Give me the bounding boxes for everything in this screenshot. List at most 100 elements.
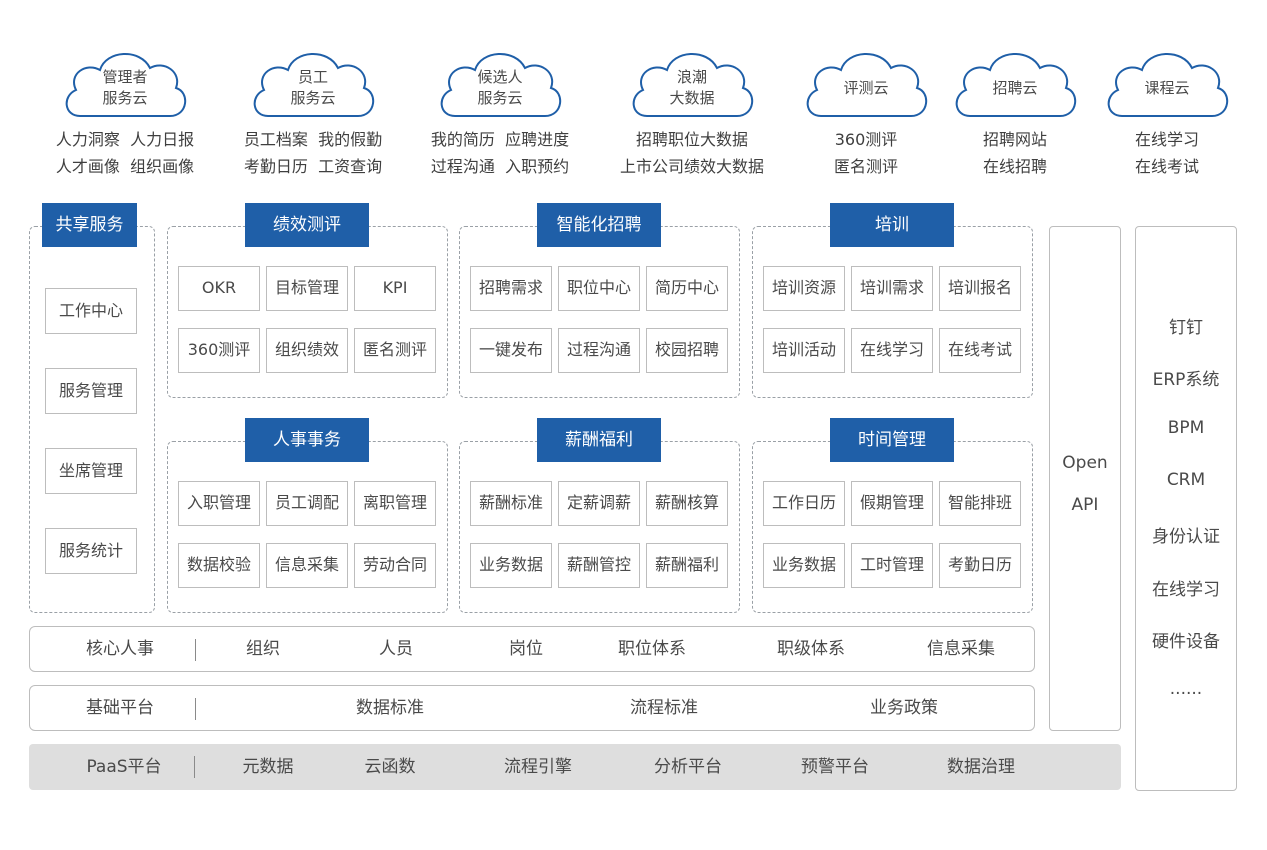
core-item-org[interactable]: 组织: [246, 639, 280, 659]
cloud-item[interactable]: 我的简历 应聘进度: [430, 130, 570, 149]
cloud-item[interactable]: 上市公司绩效大数据: [619, 157, 764, 176]
integration-item[interactable]: 硬件设备: [1152, 631, 1220, 652]
paas-bar: PaaS平台 元数据 云函数 流程引擎 分析平台 预警平台 数据治理: [29, 744, 1121, 790]
module-cell[interactable]: 简历中心: [646, 266, 728, 311]
module-cell[interactable]: 业务数据: [470, 543, 552, 588]
integrations-box: 钉钉 ERP系统 BPM CRM 身份认证在线学习硬件设备......: [1135, 226, 1237, 791]
cloud-recruit[interactable]: 招聘云: [950, 46, 1080, 122]
base-item-process-standard[interactable]: 流程标准: [630, 698, 698, 718]
module-cell[interactable]: 招聘需求: [470, 266, 552, 311]
module-cell[interactable]: 考勤日历: [939, 543, 1021, 588]
integration-item[interactable]: 在线学习: [1152, 579, 1220, 600]
integration-item[interactable]: ......: [1169, 679, 1203, 700]
core-item-staff[interactable]: 人员: [379, 639, 413, 659]
module-cell[interactable]: 定薪调薪: [558, 481, 640, 526]
module-title-smart-recruit[interactable]: 智能化招聘: [537, 203, 661, 247]
module-cell[interactable]: 劳动合同: [354, 543, 436, 588]
module-cell[interactable]: 匿名测评: [354, 328, 436, 373]
cloud-item[interactable]: 在线考试: [1134, 157, 1199, 176]
module-title-time-management[interactable]: 时间管理: [830, 418, 954, 462]
cloud-item[interactable]: 人力洞察 人力日报: [55, 130, 195, 149]
module-title-training[interactable]: 培训: [830, 203, 954, 247]
module-cell[interactable]: 培训活动: [763, 328, 845, 373]
module-cell[interactable]: 入职管理: [178, 481, 260, 526]
core-item-rank-system[interactable]: 职级体系: [777, 639, 845, 659]
integration-item[interactable]: BPM: [1167, 417, 1205, 438]
cloud-item[interactable]: 人才画像 组织画像: [55, 157, 195, 176]
shared-item-service-statistics[interactable]: 服务统计: [45, 528, 137, 574]
module-cell[interactable]: 培训报名: [939, 266, 1021, 311]
paas-item-alert-platform[interactable]: 预警平台: [801, 757, 869, 777]
cloud-item[interactable]: 招聘职位大数据: [635, 130, 748, 149]
cloud-items-manager: 人力洞察 人力日报人才画像 组织画像: [35, 126, 215, 180]
cloud-item[interactable]: 考勤日历 工资查询: [243, 157, 383, 176]
cloud-assessment[interactable]: 评测云: [801, 46, 931, 122]
module-cell[interactable]: 职位中心: [558, 266, 640, 311]
module-cell[interactable]: 目标管理: [266, 266, 348, 311]
module-cell[interactable]: 校园招聘: [646, 328, 728, 373]
paas-item-metadata[interactable]: 元数据: [242, 757, 294, 777]
module-cell[interactable]: 假期管理: [851, 481, 933, 526]
cloud-item[interactable]: 360测评: [834, 130, 898, 149]
cloud-label: 管理者 服务云: [102, 68, 148, 107]
paas-item-analysis-platform[interactable]: 分析平台: [654, 757, 722, 777]
integration-item[interactable]: CRM: [1166, 469, 1206, 490]
integration-item[interactable]: 钉钉: [1169, 318, 1203, 338]
paas-label: PaaS平台: [86, 757, 162, 777]
cloud-item[interactable]: 匿名测评: [833, 157, 898, 176]
paas-item-process-engine[interactable]: 流程引擎: [504, 757, 572, 777]
module-cell[interactable]: 薪酬管控: [558, 543, 640, 588]
module-cell[interactable]: 薪酬福利: [646, 543, 728, 588]
cloud-employee[interactable]: 员工 服务云: [248, 46, 378, 122]
module-cell[interactable]: 在线考试: [939, 328, 1021, 373]
core-item-position-system[interactable]: 职位体系: [618, 639, 686, 659]
module-cell[interactable]: 智能排班: [939, 481, 1021, 526]
shared-item-work-center[interactable]: 工作中心: [45, 288, 137, 334]
module-cell[interactable]: 信息采集: [266, 543, 348, 588]
core-item-post[interactable]: 岗位: [509, 639, 543, 659]
cloud-candidate[interactable]: 候选人 服务云: [435, 46, 565, 122]
integration-item[interactable]: 身份认证: [1152, 527, 1220, 548]
module-cell[interactable]: OKR: [178, 266, 260, 311]
cloud-item[interactable]: 招聘网站: [982, 130, 1047, 149]
module-cell[interactable]: 一键发布: [470, 328, 552, 373]
base-platform-separator: [195, 698, 196, 720]
cloud-item[interactable]: 员工档案 我的假勤: [243, 130, 383, 149]
integration-item[interactable]: ERP系统: [1152, 370, 1220, 391]
shared-item-service-management[interactable]: 服务管理: [45, 368, 137, 414]
paas-item-data-governance[interactable]: 数据治理: [947, 757, 1015, 777]
cloud-items-assessment: 360测评匿名测评: [776, 126, 956, 180]
module-cell[interactable]: 薪酬标准: [470, 481, 552, 526]
module-title-performance[interactable]: 绩效测评: [245, 203, 369, 247]
cloud-bigdata[interactable]: 浪潮 大数据: [627, 46, 757, 122]
module-cell[interactable]: 培训资源: [763, 266, 845, 311]
cloud-item[interactable]: 在线学习: [1134, 130, 1199, 149]
module-cell[interactable]: 组织绩效: [266, 328, 348, 373]
module-title-compensation[interactable]: 薪酬福利: [537, 418, 661, 462]
base-item-business-policy[interactable]: 业务政策: [870, 698, 938, 718]
module-cell[interactable]: 数据校验: [178, 543, 260, 588]
module-cell[interactable]: 在线学习: [851, 328, 933, 373]
cloud-icon: [65, 53, 186, 117]
module-cell[interactable]: 培训需求: [851, 266, 933, 311]
module-cell[interactable]: 员工调配: [266, 481, 348, 526]
core-item-info-collect[interactable]: 信息采集: [927, 639, 995, 659]
module-cell[interactable]: 工作日历: [763, 481, 845, 526]
module-title-personnel[interactable]: 人事事务: [245, 418, 369, 462]
open-api-box[interactable]: Open API: [1049, 226, 1121, 731]
shared-item-seat-management[interactable]: 坐席管理: [45, 448, 137, 494]
module-cell[interactable]: 360测评: [178, 328, 260, 373]
cloud-label: 课程云: [1144, 79, 1190, 97]
base-item-data-standard[interactable]: 数据标准: [356, 698, 424, 718]
module-cell[interactable]: 离职管理: [354, 481, 436, 526]
module-cell[interactable]: 工时管理: [851, 543, 933, 588]
module-cell[interactable]: KPI: [354, 266, 436, 311]
cloud-item[interactable]: 过程沟通 入职预约: [430, 157, 570, 176]
module-cell[interactable]: 业务数据: [763, 543, 845, 588]
cloud-course[interactable]: 课程云: [1102, 46, 1232, 122]
paas-item-cloud-function[interactable]: 云函数: [364, 757, 416, 777]
cloud-manager[interactable]: 管理者 服务云: [60, 46, 190, 122]
module-cell[interactable]: 过程沟通: [558, 328, 640, 373]
module-cell[interactable]: 薪酬核算: [646, 481, 728, 526]
cloud-item[interactable]: 在线招聘: [982, 157, 1047, 176]
